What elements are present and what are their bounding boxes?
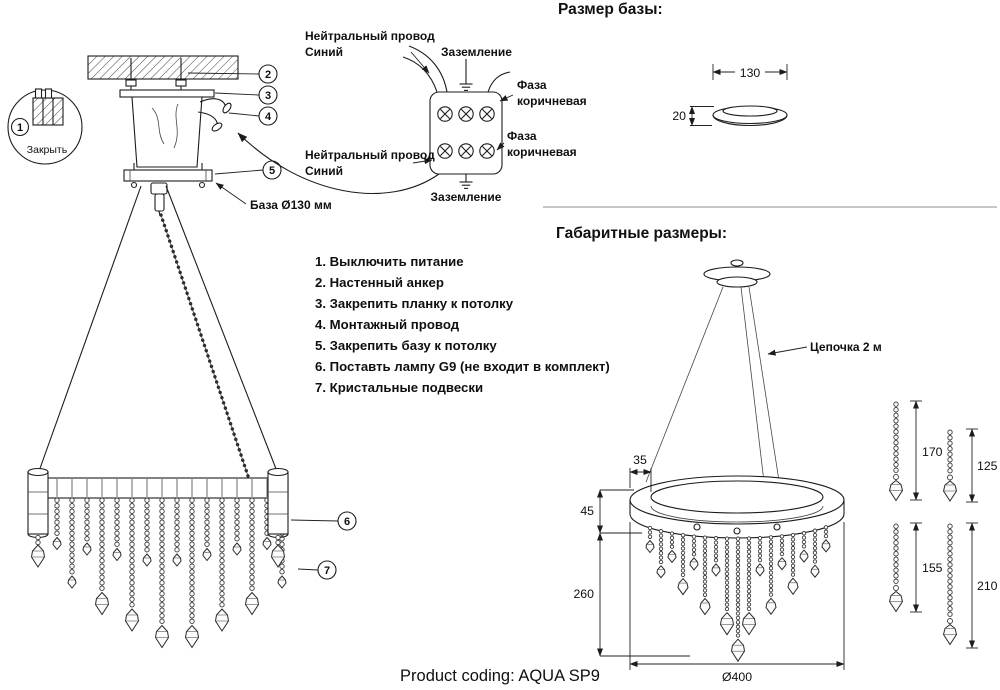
ring-tube-dim: 35 [633, 453, 647, 467]
callout-1 [10, 117, 30, 137]
phase-label-top-1: Фаза [517, 78, 547, 92]
phase-label-bottom-2: коричневая [507, 145, 577, 159]
neutral-label-bottom-2: Синий [305, 164, 343, 178]
crystal-ring-band [29, 477, 289, 499]
instruction-7: 7. Кристальные подвески [315, 380, 483, 395]
ceiling-hatch [87, 55, 239, 80]
left-crystal-strands [52, 479, 287, 648]
overall-title: Габаритные размеры: [556, 225, 727, 242]
strand-dim-125: 125 [977, 459, 998, 473]
instruction-6: 6. Поставть лампу G9 (не входит в компле… [315, 359, 610, 374]
callout-4 [258, 106, 278, 126]
lamp-holder-right [267, 471, 289, 535]
neutral-label-bottom-1: Нейтральный провод [305, 148, 435, 162]
base-diameter-label: База Ø130 мм [250, 198, 332, 212]
base-width-dim: 130 [740, 66, 761, 80]
terminal-screws [437, 106, 495, 159]
callout-4-number: 4 [265, 111, 272, 123]
base-plate [123, 169, 213, 182]
callout-7 [317, 560, 337, 580]
base-size-title: Размер базы: [558, 1, 663, 18]
wiring-diagram: Нейтральный провод Синий Заземление Фаза… [237, 29, 587, 204]
ground-label-bottom: Заземление [431, 190, 502, 204]
callout-6 [337, 511, 357, 531]
callout-6-number: 6 [344, 516, 350, 528]
chain-length-label: Цепочка 2 м [810, 340, 882, 354]
strand-drop-dim: 260 [573, 587, 594, 601]
ring-height-dim: 45 [580, 504, 594, 518]
phase-label-bottom-1: Фаза [507, 129, 537, 143]
detail-strands [889, 401, 957, 645]
ground-symbol-bottom [458, 173, 474, 189]
callout-3-number: 3 [265, 90, 271, 102]
callout-5-number: 5 [269, 165, 275, 177]
right-crystal-strands [645, 525, 831, 662]
breaker-close-label: Закрыть [27, 144, 68, 156]
base-height-dim: 20 [672, 109, 686, 123]
callout-1-number: 1 [17, 122, 23, 134]
neutral-label-top-1: Нейтральный провод [305, 29, 435, 43]
diameter-dim: Ø400 [722, 670, 752, 684]
overall-drawing: Габаритные размеры: Цепочка 2 м 35 45 [556, 225, 882, 684]
left-chandelier [27, 185, 289, 648]
instruction-1: 1. Выключить питание [315, 254, 464, 269]
terminal-block [429, 91, 503, 175]
ground-symbol-top [458, 75, 474, 91]
base-size-drawing: Размер базы: 130 20 [558, 1, 788, 127]
lamp-holder-left [27, 471, 49, 535]
strand-dim-170: 170 [922, 445, 943, 459]
mounting-box [131, 96, 203, 168]
callouts-upper: 2 3 4 5 [187, 64, 282, 180]
instruction-3: 3. Закрепить планку к потолку [315, 296, 514, 311]
mounting-bracket [119, 89, 215, 98]
callout-7-number: 7 [324, 565, 330, 577]
instruction-4: 4. Монтажный провод [315, 317, 460, 332]
callout-2-number: 2 [265, 69, 271, 81]
instruction-2: 2. Настенный анкер [315, 275, 444, 290]
ring-inner [650, 480, 824, 514]
callout-2 [258, 64, 278, 84]
instructions-list: 1. Выключить питание 2. Настенный анкер … [315, 254, 610, 395]
callouts-lower: 6 7 [290, 511, 357, 580]
ground-label-top: Заземление [441, 45, 512, 59]
product-coding: Product coding: AQUA SP9 [400, 667, 600, 685]
ceiling-mount: База Ø130 мм [87, 55, 332, 217]
strand-details: 170 125 155 210 [889, 400, 998, 649]
phase-label-top-2: коричневая [517, 94, 587, 108]
wire-sweep-arrow [237, 132, 440, 195]
instruction-5: 5. Закрепить базу к потолку [315, 338, 497, 353]
neutral-label-top-2: Синий [305, 45, 343, 59]
strand-dim-155: 155 [922, 561, 943, 575]
strand-dim-210: 210 [977, 579, 998, 593]
breaker-detail: 1 Закрыть [7, 88, 83, 165]
callout-3 [258, 85, 278, 105]
